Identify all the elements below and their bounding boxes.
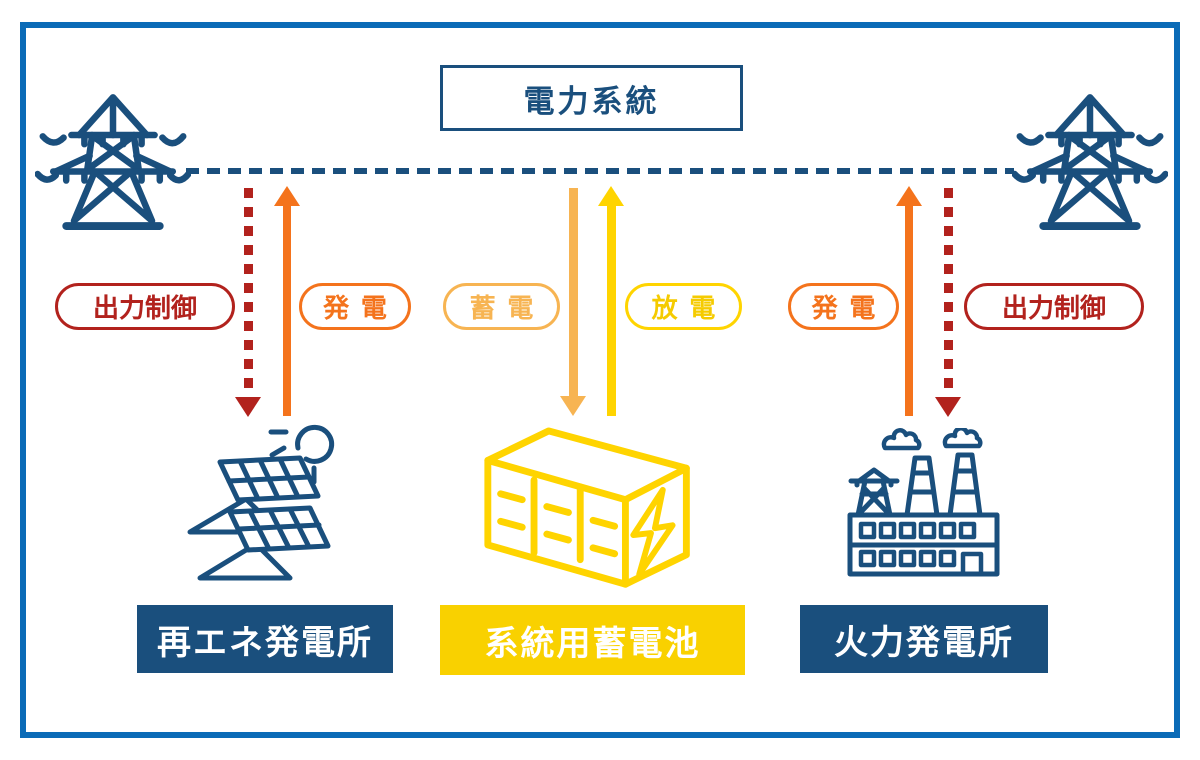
transmission-tower-icon (1012, 94, 1168, 230)
discharge-arrow-up (598, 186, 624, 416)
flow-pill-generation-right: 発電 (788, 283, 899, 330)
solid-shaft (905, 206, 913, 416)
facility-label-thermal: 火力発電所 (800, 605, 1048, 673)
power-grid-title: 電力系統 (523, 83, 660, 119)
flow-label: 発電 (811, 293, 888, 323)
flow-label: 発電 (323, 293, 399, 323)
factory-icon (847, 428, 1000, 577)
flow-label: 蓄電 (469, 293, 546, 323)
solid-shaft (568, 188, 578, 396)
facility-label-text: 系統用蓄電池 (484, 624, 701, 663)
arrowhead-down (935, 397, 961, 417)
curtailment-arrow-down-left (235, 188, 261, 417)
grid-dashed-line (186, 168, 1014, 174)
power-grid-title-box: 電力系統 (440, 65, 743, 131)
facility-label-text: 再エネ発電所 (157, 623, 373, 662)
flow-label: 出力制御 (92, 293, 197, 323)
facility-label-renewable: 再エネ発電所 (137, 605, 393, 673)
dashed-shaft (243, 188, 253, 397)
generation-arrow-up-right (896, 186, 922, 416)
arrowhead-down (235, 397, 261, 417)
flow-pill-generation-left: 発電 (299, 283, 411, 330)
flow-pill-curtailment-right: 出力制御 (964, 283, 1144, 330)
facility-label-battery: 系統用蓄電池 (440, 605, 745, 675)
flow-label: 放電 (651, 293, 728, 323)
solid-shaft (283, 206, 291, 416)
dashed-shaft (943, 188, 953, 397)
solid-shaft (606, 206, 616, 416)
arrowhead-up (274, 186, 300, 206)
arrowhead-down (560, 396, 586, 416)
flow-label: 出力制御 (1001, 293, 1106, 323)
battery-container-icon (484, 427, 690, 588)
generation-arrow-up-left (274, 186, 300, 416)
flow-pill-discharge: 放電 (625, 283, 742, 330)
solar-panel-icon (187, 424, 335, 581)
flow-pill-charge: 蓄電 (443, 283, 560, 330)
facility-label-text: 火力発電所 (834, 623, 1014, 662)
arrowhead-up (598, 186, 624, 206)
transmission-tower-icon (35, 94, 191, 230)
curtailment-arrow-down-right (935, 188, 961, 417)
flow-pill-curtailment-left: 出力制御 (55, 283, 235, 330)
arrowhead-up (896, 186, 922, 206)
charge-arrow-down (560, 188, 586, 416)
